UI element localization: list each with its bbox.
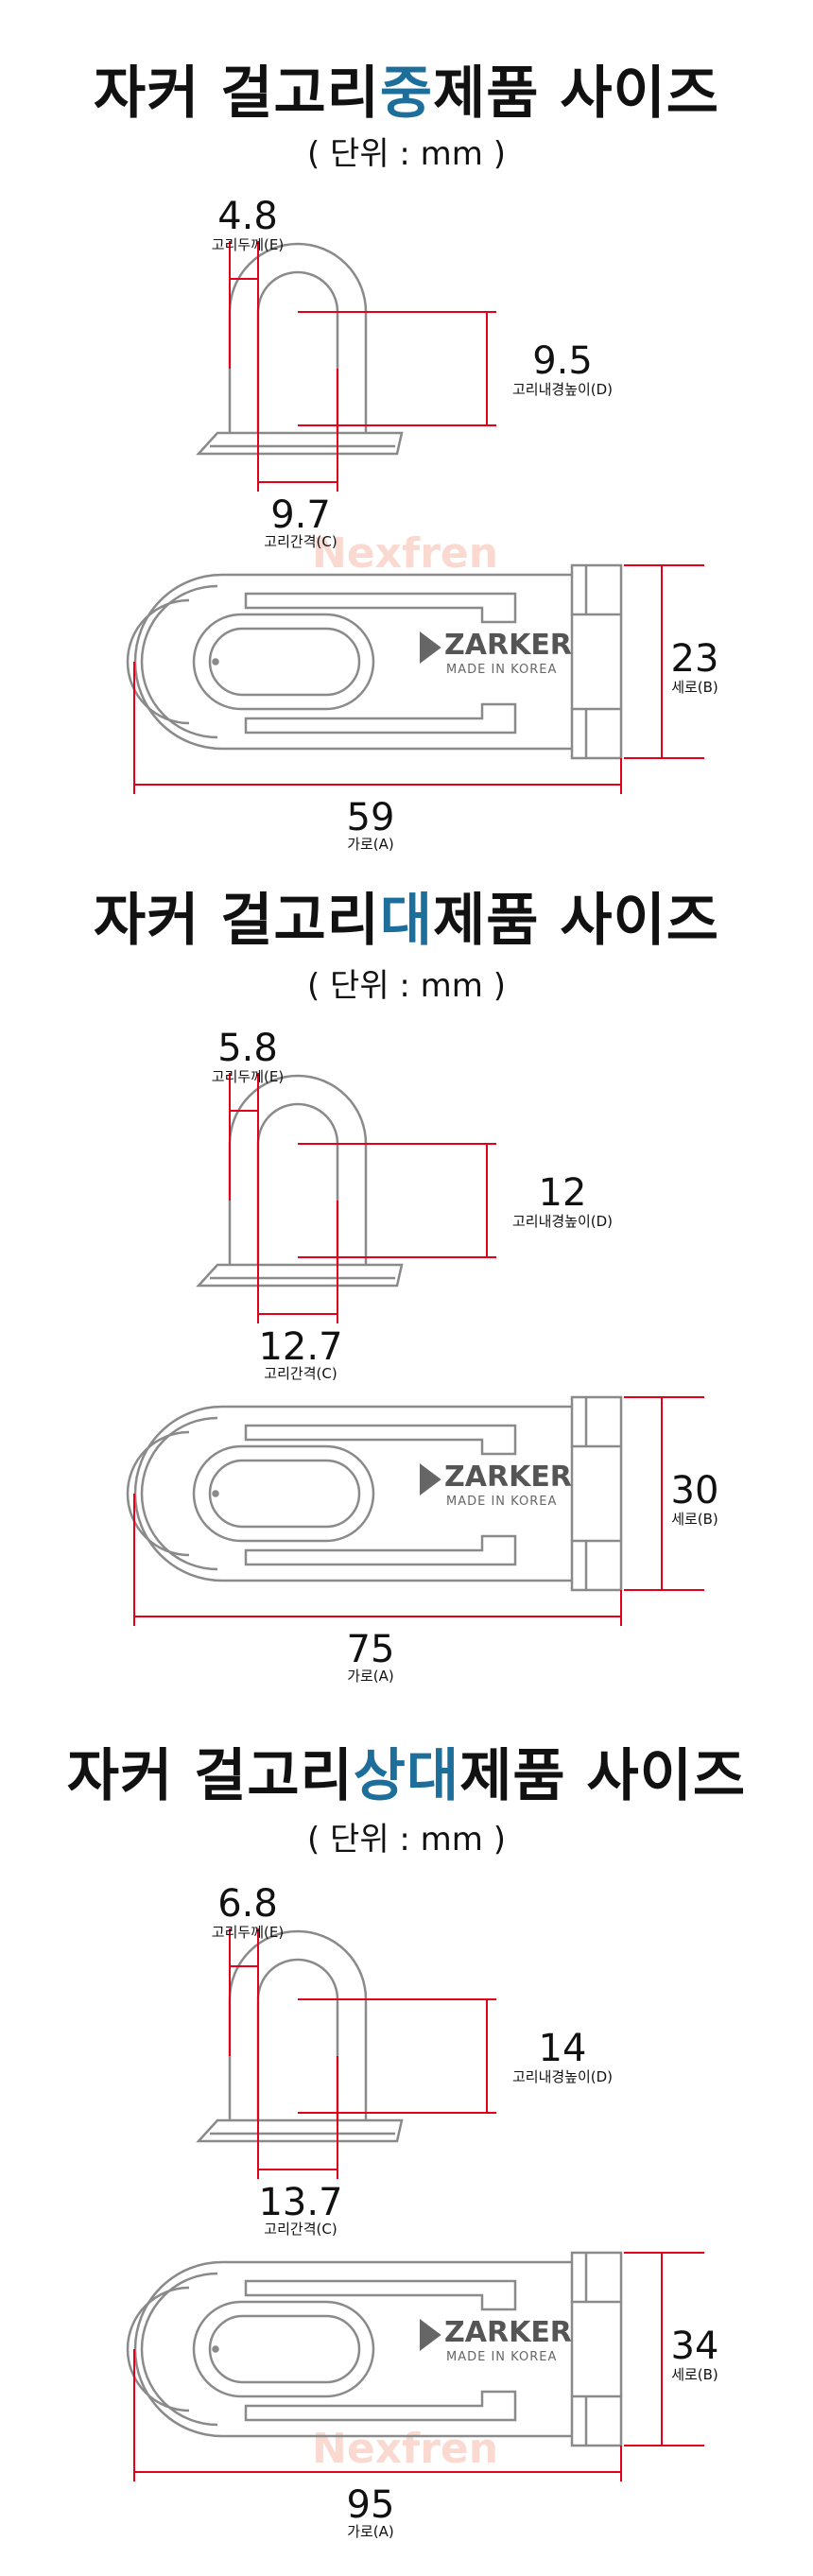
height-label: 세로(B)	[671, 679, 718, 696]
brand-tagline: MADE IN KOREA	[446, 2350, 557, 2364]
thickness-dimension	[229, 241, 259, 369]
unit-label: ( 단위 : mm )	[306, 135, 506, 173]
inner-height-dimension	[298, 1143, 496, 1258]
section-title: 자커 걸고리중제품 사이즈	[0, 47, 813, 130]
zarker-logo: ZARKER MADE IN KOREA	[420, 629, 572, 677]
width-value: 59	[347, 796, 395, 839]
title-prefix: 자커 걸고리	[66, 1743, 354, 1809]
height-dimension	[624, 2252, 704, 2446]
brand-tagline: MADE IN KOREA	[446, 1495, 557, 1509]
hasp-plate-drawing	[126, 1395, 623, 1592]
inner-height-value: 14	[539, 2027, 587, 2070]
hasp-dimension-diagram: 5.8 고리두께(E) 12 고리내경높이(D) 12.7 고리간격(C)	[126, 1027, 719, 1685]
size-section-medium: 자커 걸고리중제품 사이즈 ( 단위 : mm ) Nexfren 4.8 고리…	[0, 0, 813, 853]
unit-label: ( 단위 : mm )	[306, 967, 506, 1005]
thickness-label: 고리두께(E)	[212, 1068, 284, 1085]
width-label: 가로(A)	[347, 836, 394, 853]
gap-value: 9.7	[270, 493, 331, 537]
hasp-dimension-diagram: Nexfren 4.8 고리두께(E) 9.5 고리내경높이(D)	[126, 195, 719, 853]
hasp-plate-drawing	[126, 563, 623, 760]
hasp-dimension-diagram: Nexfren 6.8 고리두께(E) 14 고리내경높이(D) 13.7 고리…	[126, 1882, 719, 2540]
zarker-logo: ZARKER MADE IN KOREA	[420, 1461, 572, 1509]
width-dimension	[133, 662, 622, 794]
zarker-logo: ZARKER MADE IN KOREA	[420, 2316, 572, 2364]
brand-name: ZARKER	[444, 2316, 572, 2349]
thickness-dimension	[229, 1073, 259, 1201]
section-title: 자커 걸고리상대제품 사이즈	[0, 1730, 813, 1812]
unit-label: ( 단위 : mm )	[306, 1821, 506, 1859]
thickness-label: 고리두께(E)	[212, 1924, 284, 1941]
thickness-label: 고리두께(E)	[212, 236, 284, 253]
title-highlight: 대	[379, 888, 434, 954]
inner-height-label: 고리내경높이(D)	[512, 2068, 613, 2085]
title-prefix: 자커 걸고리	[94, 888, 380, 954]
width-dimension	[133, 1494, 622, 1626]
staple-loop-drawing	[196, 242, 404, 456]
title-highlight: 상대	[353, 1743, 460, 1809]
width-dimension	[133, 2349, 622, 2481]
brand-name: ZARKER	[444, 1461, 572, 1494]
thickness-value: 6.8	[217, 1882, 278, 1926]
size-section-extra-large: 자커 걸고리상대제품 사이즈 ( 단위 : mm ) Nexfren 6.8 고…	[0, 1683, 813, 2540]
brand-tagline: MADE IN KOREA	[446, 663, 557, 677]
inner-height-value: 9.5	[532, 339, 593, 383]
gap-label: 고리간격(C)	[264, 1365, 337, 1382]
thickness-value: 5.8	[217, 1027, 278, 1070]
inner-height-value: 12	[539, 1171, 587, 1215]
title-suffix: 제품 사이즈	[433, 61, 719, 127]
watermark-text: Nexfren	[312, 2425, 498, 2473]
inner-height-dimension	[298, 1998, 496, 2114]
hasp-plate-drawing	[126, 2251, 623, 2447]
height-dimension	[624, 1396, 704, 1591]
height-label: 세로(B)	[671, 2366, 718, 2383]
gap-dimension	[257, 2056, 338, 2179]
gap-dimension	[257, 369, 338, 492]
title-highlight: 중	[379, 61, 434, 127]
title-prefix: 자커 걸고리	[94, 61, 380, 127]
title-suffix: 제품 사이즈	[433, 888, 719, 954]
width-value: 75	[347, 1628, 395, 1671]
gap-value: 12.7	[258, 1325, 342, 1369]
width-label: 가로(A)	[347, 1668, 394, 1685]
width-value: 95	[347, 2483, 395, 2527]
height-label: 세로(B)	[671, 1511, 718, 1528]
gap-dimension	[257, 1201, 338, 1323]
inner-height-dimension	[298, 311, 496, 426]
thickness-value: 4.8	[217, 195, 278, 238]
gap-value: 13.7	[258, 2181, 342, 2224]
height-value: 30	[671, 1469, 719, 1513]
staple-loop-drawing	[196, 1929, 404, 2143]
thickness-dimension	[229, 1928, 259, 2056]
height-value: 34	[671, 2325, 719, 2368]
brand-name: ZARKER	[444, 629, 572, 662]
title-suffix: 제품 사이즈	[459, 1743, 747, 1809]
width-label: 가로(A)	[347, 2523, 394, 2540]
gap-label: 고리간격(C)	[264, 2221, 337, 2238]
section-title: 자커 걸고리대제품 사이즈	[0, 874, 813, 957]
staple-loop-drawing	[196, 1074, 404, 1288]
size-section-large: 자커 걸고리대제품 사이즈 ( 단위 : mm ) 5.8 고리두께(E) 12…	[0, 832, 813, 1685]
height-value: 23	[671, 637, 719, 681]
height-dimension	[624, 564, 704, 759]
gap-label: 고리간격(C)	[264, 533, 337, 550]
inner-height-label: 고리내경높이(D)	[512, 381, 613, 398]
watermark-text: Nexfren	[312, 529, 498, 578]
inner-height-label: 고리내경높이(D)	[512, 1213, 613, 1230]
